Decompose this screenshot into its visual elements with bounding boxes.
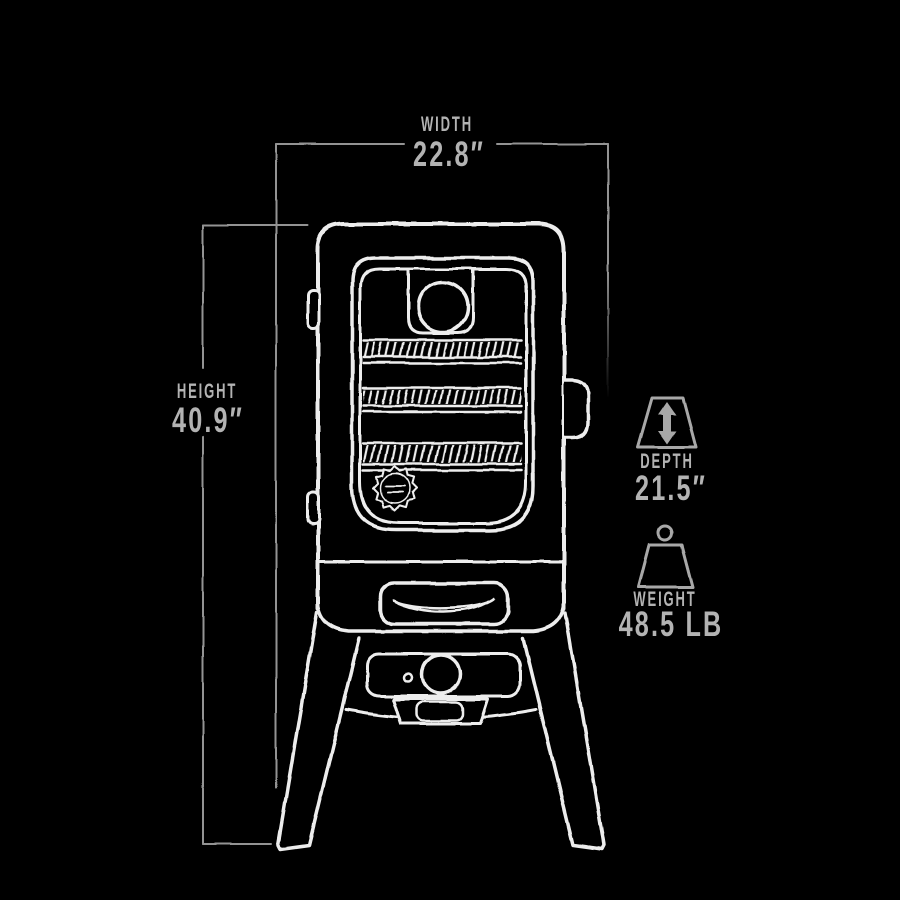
width-value: 22.8″	[413, 135, 485, 174]
height-label: HEIGHT	[176, 380, 238, 403]
weight-label: WEIGHT	[633, 588, 697, 611]
wood-chip-drawer	[378, 581, 510, 626]
cooking-rack-bottom	[361, 441, 523, 472]
temperature-gauge-icon	[416, 280, 470, 334]
depth-label: DEPTH	[640, 450, 694, 473]
height-dimension-line	[202, 224, 308, 845]
smoker-leg-right	[521, 610, 606, 851]
indicator-light	[402, 672, 414, 684]
smoker-illustration	[276, 222, 606, 851]
smoker-cabinet	[316, 222, 566, 610]
smoker-logo-badge-icon	[372, 465, 418, 511]
depth-arrow-icon	[636, 396, 698, 449]
width-label: WIDTH	[421, 113, 473, 136]
weight-value: 48.5 LB	[618, 605, 724, 644]
cooking-rack-middle	[361, 386, 523, 414]
cabinet-bottom-curve	[316, 602, 566, 633]
door-handle	[562, 378, 590, 440]
cooking-rack-top	[361, 338, 523, 365]
grease-tray-handle	[414, 700, 465, 723]
smoker-leg-left	[276, 610, 361, 851]
width-dimension-line	[275, 143, 609, 789]
door-window-outer	[350, 256, 535, 532]
depth-value: 21.5″	[635, 469, 707, 508]
door-hinge-bottom	[306, 490, 321, 526]
drawer-handle	[391, 597, 496, 614]
height-value: 40.9″	[172, 401, 244, 440]
weight-kettlebell-icon	[636, 524, 695, 589]
control-knob	[420, 653, 462, 695]
door-hinge-top	[306, 288, 321, 330]
door-window-inner	[358, 267, 528, 525]
